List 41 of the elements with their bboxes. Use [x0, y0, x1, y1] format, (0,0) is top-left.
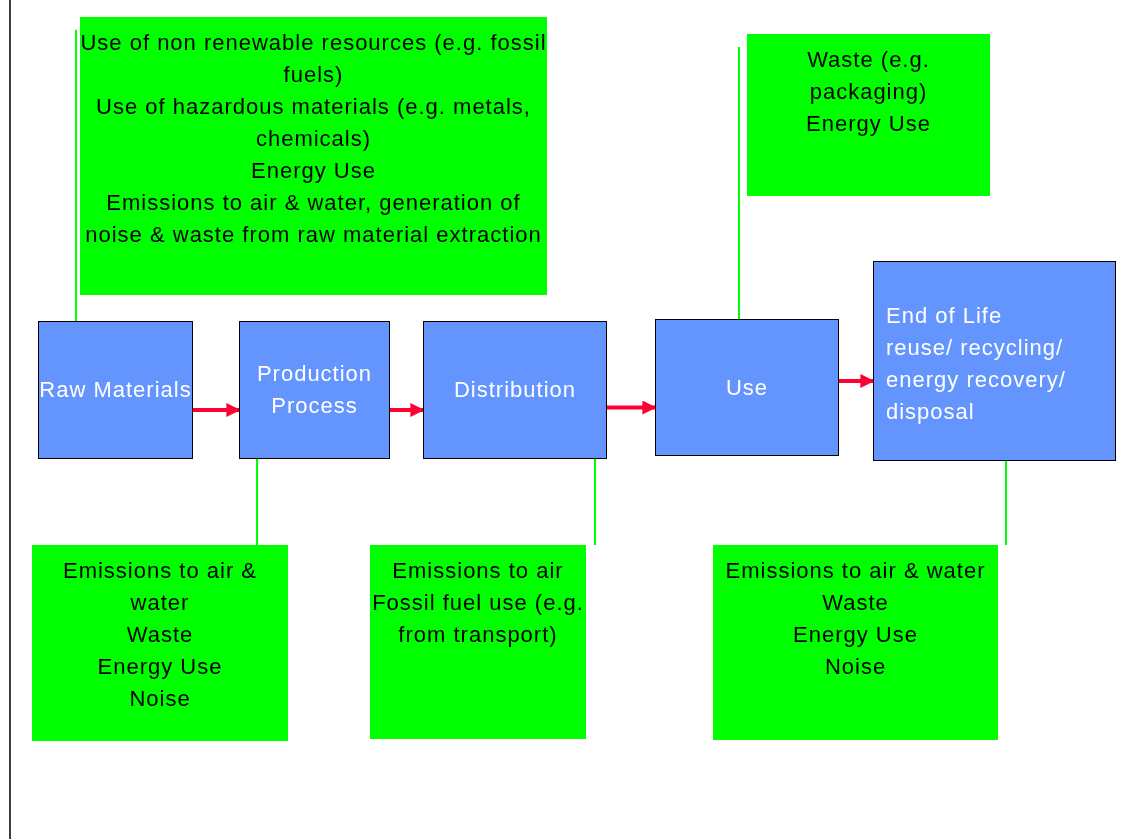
impact-text: Waste: [126, 621, 194, 649]
impact-box: [713, 545, 998, 740]
impact-text: Use of non renewable resources (e.g. fossil fuels): [80, 29, 547, 89]
impact-text: Emissions to air & water, generation of noise & waste from raw material extraction: [84, 189, 543, 249]
stage-box: [423, 321, 607, 459]
leader-line: [256, 458, 258, 546]
leader-line: [1005, 460, 1007, 546]
impact-text: Use of hazardous materials (e.g. metals, chemicals): [95, 93, 532, 153]
impact-box: [747, 34, 990, 196]
stage-box: [655, 319, 839, 456]
impact-text: Waste: [822, 589, 889, 617]
stage-label: Raw Materials: [39, 376, 192, 404]
stage-box: [38, 321, 193, 459]
impact-box: [370, 545, 586, 739]
stage-box: [239, 321, 390, 459]
impact-text: Waste (e.g. packaging): [806, 46, 931, 106]
leader-line: [75, 29, 77, 322]
impact-box: [80, 17, 547, 295]
stage-label: Use: [725, 373, 769, 402]
impact-text: Energy Use: [793, 621, 918, 649]
arrow: [390, 403, 425, 417]
stage-label: Distribution: [453, 376, 576, 404]
leader-line: [594, 458, 596, 546]
stage-box: [873, 261, 1116, 461]
stage-label: Production Process: [255, 360, 374, 420]
leader-line: [738, 46, 740, 320]
stage-label: End of Life: [886, 302, 1003, 330]
impact-text: Emissions to air & water: [725, 557, 986, 585]
impact-text: Fossil fuel use (e.g. from transport): [371, 589, 585, 649]
impact-text: Emissions to air: [392, 557, 564, 585]
impact-box: [32, 545, 288, 741]
arrow: [193, 403, 241, 417]
impact-text: Noise: [129, 685, 191, 713]
arrow: [607, 400, 657, 415]
impact-text: Noise: [824, 653, 887, 681]
impact-text: Energy Use: [251, 157, 376, 185]
impact-text: Energy Use: [97, 653, 223, 681]
impact-text: Energy Use: [806, 110, 931, 138]
stage-description: reuse/ recycling/ energy recovery/ disposal: [886, 334, 1067, 426]
impact-text: Emissions to air & water: [61, 557, 259, 617]
arrow: [839, 374, 875, 388]
